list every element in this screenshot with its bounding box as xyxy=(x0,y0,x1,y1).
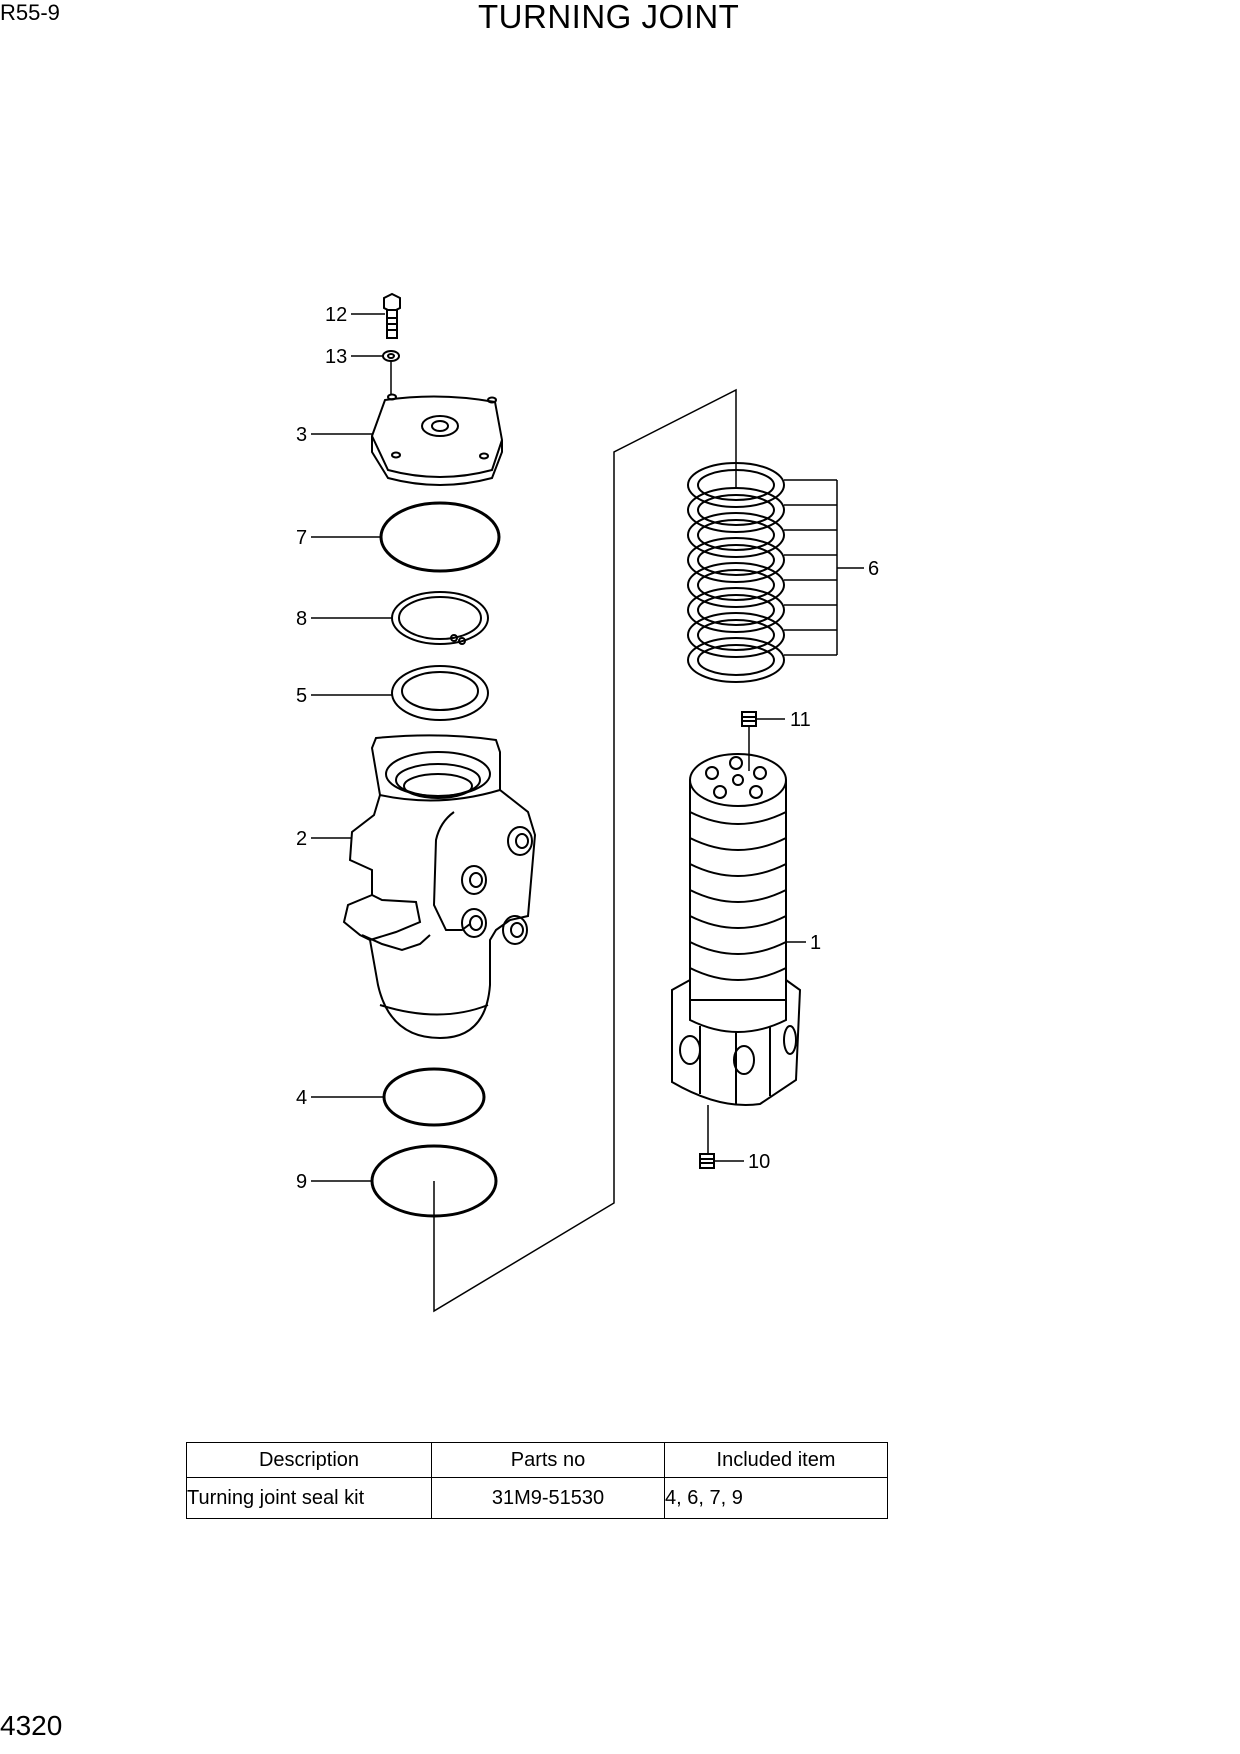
shaft-part-1 xyxy=(671,753,802,1107)
washer-part-13 xyxy=(382,350,400,362)
header-description: Description xyxy=(186,1442,432,1478)
seal-stack-part-6 xyxy=(687,462,785,683)
callout-6: 6 xyxy=(868,558,879,580)
plug-part-11 xyxy=(741,711,757,727)
callout-10: 10 xyxy=(748,1151,770,1173)
cell-parts-no: 31M9-51530 xyxy=(431,1477,665,1519)
callout-7: 7 xyxy=(296,527,307,549)
leader-lines xyxy=(311,313,806,1182)
callout-4: 4 xyxy=(296,1087,307,1109)
callout-12: 12 xyxy=(325,304,347,326)
table-row: Turning joint seal kit 31M9-51530 4, 6, … xyxy=(186,1477,888,1519)
callout-8: 8 xyxy=(296,608,307,630)
callout-5: 5 xyxy=(296,685,307,707)
cell-included-item: 4, 6, 7, 9 xyxy=(664,1477,888,1519)
cell-description: Turning joint seal kit xyxy=(186,1477,432,1519)
model-code: R55-9 xyxy=(0,0,60,25)
kit-link-lines xyxy=(390,361,750,1313)
seal-kit-table: Description Parts no Included item Turni… xyxy=(186,1442,888,1519)
housing-part-2 xyxy=(342,734,537,1040)
page-number: 4320 xyxy=(0,1710,63,1741)
table-header-row: Description Parts no Included item xyxy=(186,1442,888,1478)
ring-part-5 xyxy=(391,665,489,721)
header-included-item: Included item xyxy=(664,1442,888,1478)
plug-part-10 xyxy=(699,1153,715,1169)
callout-11: 11 xyxy=(790,709,811,731)
o-ring-part-7 xyxy=(379,501,501,573)
bracket-part-6 xyxy=(784,479,864,656)
page-title: TURNING JOINT xyxy=(478,0,740,35)
bolt-part-12 xyxy=(383,292,401,339)
o-ring-part-4 xyxy=(382,1067,486,1127)
snap-ring-part-8 xyxy=(391,591,489,645)
callout-1: 1 xyxy=(810,932,821,954)
callout-3: 3 xyxy=(296,424,307,446)
callout-9: 9 xyxy=(296,1171,307,1193)
cover-part-3 xyxy=(370,393,504,486)
callout-13: 13 xyxy=(325,346,347,368)
header-parts-no: Parts no xyxy=(431,1442,665,1478)
callout-2: 2 xyxy=(296,828,307,850)
